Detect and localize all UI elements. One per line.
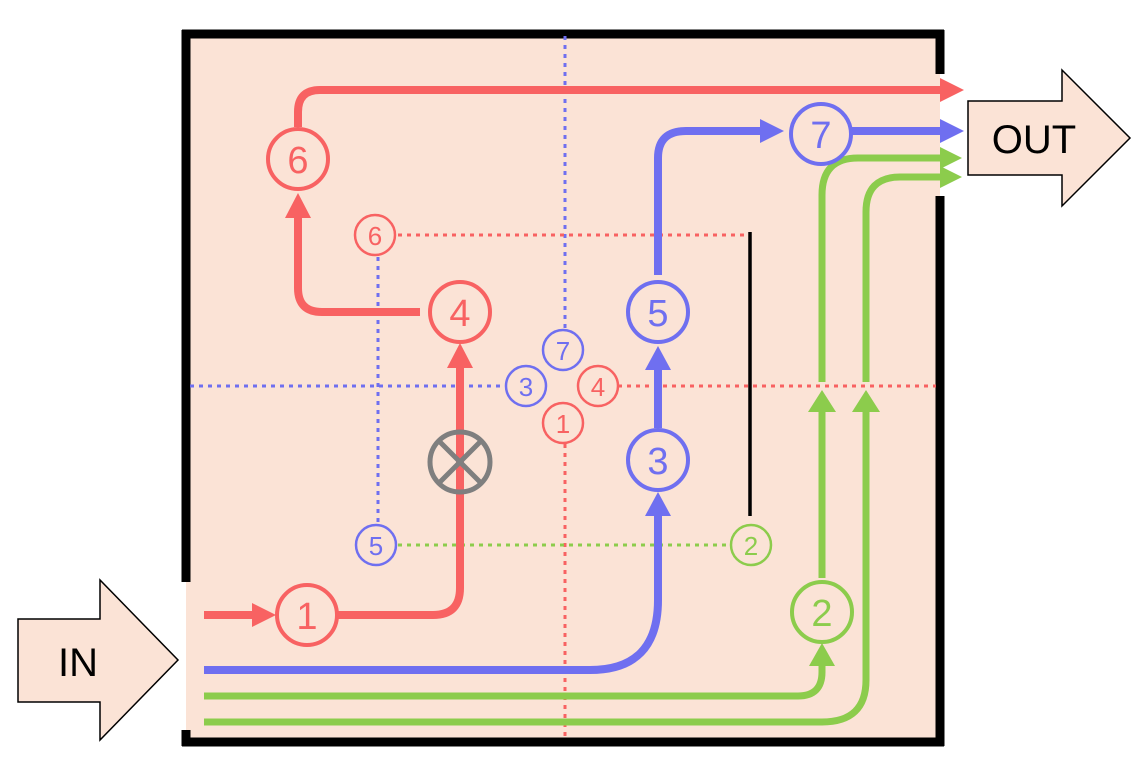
blocked-x-circle-icon [427, 429, 493, 495]
small-marker-green-2: 2 [729, 523, 773, 567]
dotted-guides [190, 36, 936, 740]
svg-text:6: 6 [368, 221, 382, 251]
svg-text:4: 4 [449, 293, 470, 335]
room-walls [181, 29, 945, 747]
svg-text:1: 1 [296, 596, 317, 638]
small-marker-blue-3: 3 [504, 364, 548, 408]
green-paths [204, 147, 962, 726]
red-path [204, 78, 964, 627]
svg-text:5: 5 [369, 531, 383, 561]
blue-node-5: 5 [626, 280, 690, 344]
svg-text:3: 3 [519, 372, 533, 402]
small-marker-red-6: 6 [353, 213, 397, 257]
svg-text:7: 7 [556, 336, 570, 366]
svg-text:OUT: OUT [992, 118, 1076, 162]
svg-text:7: 7 [810, 115, 831, 157]
svg-text:4: 4 [591, 372, 605, 402]
small-marker-red-1: 1 [541, 401, 585, 445]
blue-node-7: 7 [789, 102, 853, 166]
red-node-4: 4 [428, 280, 492, 344]
svg-text:5: 5 [647, 293, 668, 335]
green-node-2: 2 [790, 580, 854, 644]
red-node-6: 6 [266, 127, 330, 191]
out-arrow: OUT [967, 68, 1132, 208]
small-marker-red-4: 4 [576, 364, 620, 408]
svg-text:2: 2 [811, 593, 832, 635]
blue-node-3: 3 [626, 428, 690, 492]
svg-text:6: 6 [287, 140, 308, 182]
in-arrow: IN [17, 578, 180, 742]
svg-text:3: 3 [647, 441, 668, 483]
svg-text:2: 2 [744, 531, 758, 561]
blue-path [204, 119, 964, 674]
red-node-1: 1 [275, 583, 339, 647]
svg-text:1: 1 [556, 409, 570, 439]
svg-text:IN: IN [58, 641, 98, 685]
small-marker-blue-5: 5 [354, 523, 398, 567]
small-marker-blue-7: 7 [541, 328, 585, 372]
